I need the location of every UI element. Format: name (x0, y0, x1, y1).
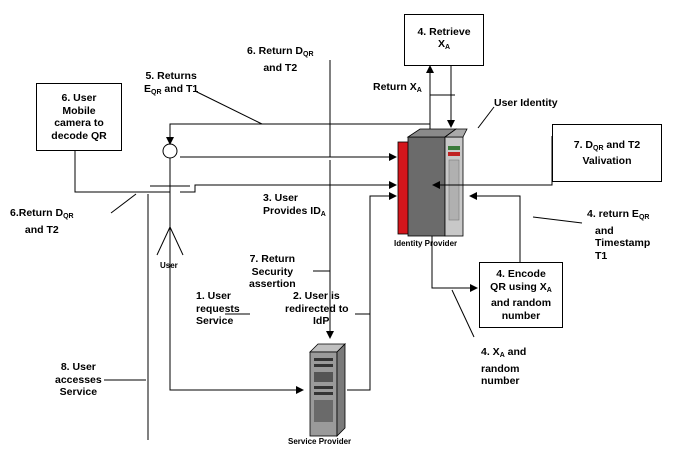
mobile-camera-text: 6. User Mobile camera to decode QR (51, 92, 106, 142)
validation-line2: Valivation (582, 155, 631, 167)
label-user-requests: 1. User requests Service (196, 290, 240, 328)
retrieve-box-xa: X (438, 38, 445, 50)
label-returns-eqr: 5. Returns EQR and T1 (144, 70, 198, 99)
validation-line1-a: 7. D (574, 139, 593, 151)
identity-provider-server (398, 129, 467, 236)
retrieve-box-line1: 4. Retrieve (417, 26, 470, 38)
mobile-camera-box: 6. User Mobile camera to decode QR (36, 83, 122, 151)
label-user-accesses: 8. User accesses Service (55, 361, 102, 399)
label-return-xa: Return XA (373, 81, 422, 98)
encode-line2-sub: A (547, 287, 552, 294)
encode-line4: number (502, 310, 541, 322)
validation-box: 7. DQR and T2 Valivation (552, 124, 662, 182)
retrieve-xa-box: 4. Retrieve XA (404, 14, 484, 66)
label-user: User (160, 260, 178, 273)
encode-line1: 4. Encode (496, 268, 546, 280)
label-user-provides-id: 3. User Provides IDA (263, 192, 326, 221)
label-redirected: 2. User is redirected to IdP (285, 290, 349, 328)
validation-line1-b: and T2 (604, 139, 641, 151)
retrieve-box-xa-sub: A (445, 44, 450, 51)
label-return-security: 7. Return Security assertion (249, 253, 296, 291)
label-return-dqr-top: 6. Return DQR and T2 (247, 45, 314, 74)
encode-line3: and random (491, 297, 551, 309)
encode-qr-box: 4. Encode QR using XA and random number (479, 262, 563, 328)
label-xa-random: 4. XA and random number (481, 346, 526, 388)
service-provider-server (310, 344, 345, 436)
validation-line1-sub: QR (593, 145, 604, 152)
encode-line2: QR using X (490, 281, 547, 293)
label-return-dqr-left: 6.Return DQR and T2 (10, 207, 74, 236)
label-user-identity: User Identity (494, 97, 558, 110)
label-identity-provider: Identity Provider (394, 238, 457, 251)
label-return-eqr-right: 4. return EQR and Timestamp T1 (587, 208, 650, 262)
